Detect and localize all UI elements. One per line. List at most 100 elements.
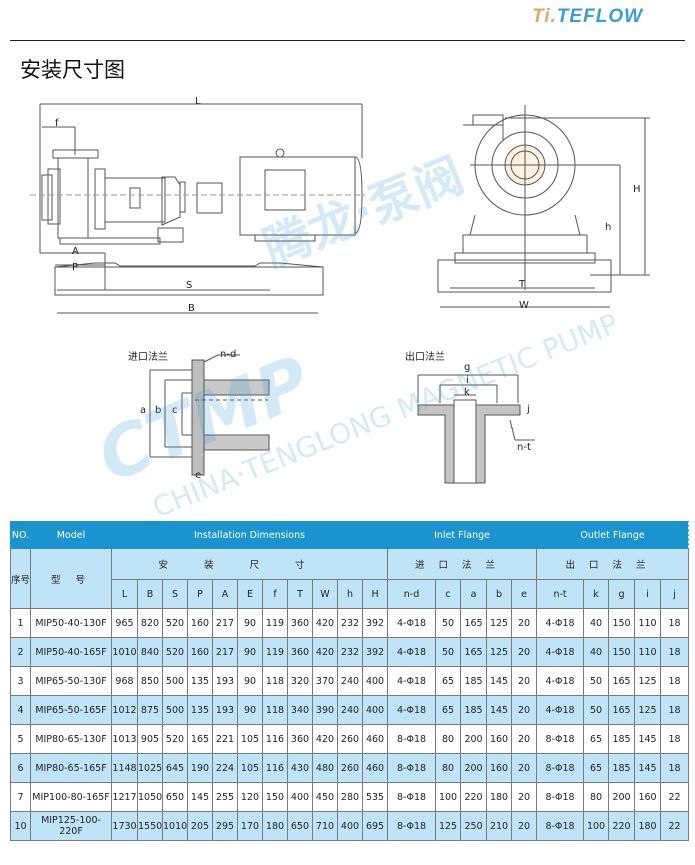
value-cell: 217 — [212, 608, 238, 638]
value-cell: 65 — [435, 695, 462, 725]
header-outlet: Outlet Flange — [536, 521, 690, 549]
value-cell: 4-Φ18 — [536, 695, 585, 725]
value-cell: 125 — [435, 811, 462, 841]
value-cell: 840 — [137, 637, 163, 667]
value-cell: 105 — [237, 753, 263, 783]
value-cell: 185 — [460, 695, 488, 725]
value-cell: 90 — [237, 637, 263, 667]
value-cell: 125 — [634, 695, 662, 725]
value-cell: 20 — [511, 782, 538, 812]
header-cn-no: 序号 — [10, 548, 31, 609]
value-cell: 110 — [634, 608, 662, 638]
value-cell: 200 — [460, 724, 488, 754]
value-cell: 160 — [486, 724, 513, 754]
value-cell: 125 — [486, 608, 513, 638]
value-cell: 968 — [111, 666, 138, 696]
value-cell: 650 — [162, 782, 188, 812]
value-cell: 875 — [137, 695, 163, 725]
inlet-flange-drawing — [149, 354, 270, 476]
dim-label-j: j — [527, 404, 530, 415]
value-cell: 965 — [111, 608, 138, 638]
dim-label-i: i — [466, 375, 469, 386]
value-cell: 80 — [435, 753, 462, 783]
value-cell: 1217 — [111, 782, 138, 812]
value-cell: 150 — [608, 608, 636, 638]
column-header-c: c — [435, 579, 462, 609]
value-cell: 232 — [337, 608, 363, 638]
dim-label-e: e — [195, 470, 202, 481]
column-header-b: b — [486, 579, 513, 609]
value-cell: 50 — [583, 695, 610, 725]
value-cell: 160 — [187, 608, 213, 638]
value-cell: 165 — [460, 637, 488, 667]
value-cell: 125 — [486, 637, 513, 667]
value-cell: 205 — [187, 811, 213, 841]
value-cell: 100 — [583, 811, 610, 841]
value-cell: 320 — [287, 666, 313, 696]
model-cell: MIP100-80-165F — [30, 782, 112, 812]
value-cell: 22 — [660, 782, 690, 812]
value-cell: 1025 — [137, 753, 163, 783]
value-cell: 65 — [583, 753, 610, 783]
value-cell: 250 — [460, 811, 488, 841]
value-cell: 392 — [361, 637, 389, 667]
header-model: Model — [30, 521, 112, 549]
value-cell: 1013 — [111, 724, 138, 754]
column-header-h: h — [337, 579, 363, 609]
value-cell: 8-Φ18 — [536, 753, 585, 783]
dim-label-f: f — [55, 118, 59, 129]
header-no: NO. — [10, 521, 31, 549]
value-cell: 160 — [634, 782, 662, 812]
value-cell: 360 — [287, 637, 313, 667]
value-cell: 220 — [460, 782, 488, 812]
row-number: 10 — [10, 811, 31, 841]
value-cell: 20 — [511, 637, 538, 667]
column-header-k: k — [583, 579, 610, 609]
value-cell: 220 — [608, 811, 636, 841]
value-cell: 500 — [162, 695, 188, 725]
value-cell: 8-Φ18 — [536, 782, 585, 812]
value-cell: 850 — [137, 666, 163, 696]
value-cell: 450 — [312, 782, 338, 812]
column-header-j: j — [660, 579, 690, 609]
dim-label-b: b — [155, 405, 162, 416]
dim-label-P: P — [72, 262, 79, 273]
value-cell: 20 — [511, 608, 538, 638]
value-cell: 90 — [237, 608, 263, 638]
value-cell: 1010 — [111, 637, 138, 667]
value-cell: 4-Φ18 — [536, 637, 585, 667]
value-cell: 520 — [162, 724, 188, 754]
value-cell: 4-Φ18 — [387, 666, 437, 696]
row-number: 7 — [10, 782, 31, 812]
value-cell: 118 — [262, 666, 288, 696]
column-header-w: W — [312, 579, 338, 609]
value-cell: 500 — [162, 666, 188, 696]
dim-label-W: W — [519, 300, 529, 311]
value-cell: 120 — [237, 782, 263, 812]
value-cell: 370 — [312, 666, 338, 696]
value-cell: 18 — [660, 608, 690, 638]
value-cell: 695 — [361, 811, 389, 841]
row-number: 5 — [10, 724, 31, 754]
value-cell: 8-Φ18 — [387, 811, 437, 841]
value-cell: 1012 — [111, 695, 138, 725]
value-cell: 295 — [212, 811, 238, 841]
column-header-l: L — [111, 579, 138, 609]
value-cell: 100 — [435, 782, 462, 812]
value-cell: 20 — [511, 753, 538, 783]
value-cell: 90 — [237, 695, 263, 725]
dim-label-a: a — [140, 405, 147, 416]
header-cn-install: 安装尺寸 — [110, 548, 389, 580]
value-cell: 105 — [237, 724, 263, 754]
value-cell: 125 — [634, 666, 662, 696]
value-cell: 185 — [608, 724, 636, 754]
column-header-a: a — [460, 579, 488, 609]
value-cell: 145 — [634, 724, 662, 754]
logo-text: TEFLOW — [556, 6, 644, 27]
value-cell: 165 — [608, 695, 636, 725]
value-cell: 392 — [361, 608, 389, 638]
